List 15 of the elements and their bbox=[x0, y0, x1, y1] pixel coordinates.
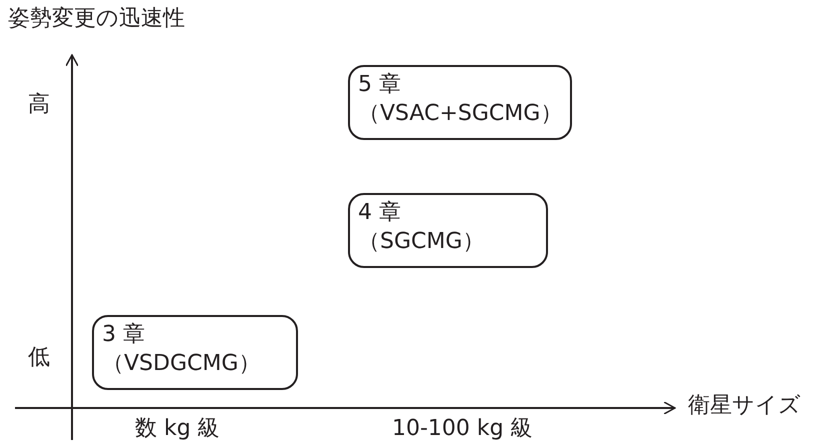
axis-tick-label: 高 bbox=[28, 92, 50, 118]
box-text: 4 章 bbox=[358, 199, 402, 227]
box-text: （VSDGCMG） bbox=[102, 350, 262, 378]
axis-title: 衛星サイズ bbox=[688, 393, 801, 420]
rounded-box bbox=[348, 193, 548, 268]
rounded-box bbox=[348, 65, 572, 140]
axis-tick-label: 10-100 kg 級 bbox=[392, 416, 533, 442]
box-text: （SGCMG） bbox=[358, 228, 486, 256]
box-text: 5 章 bbox=[358, 71, 402, 99]
axis-tick-label: 数 kg 級 bbox=[135, 416, 220, 442]
box-text: 3 章 bbox=[102, 321, 146, 349]
axis-tick-label: 低 bbox=[28, 345, 50, 372]
rounded-box bbox=[92, 315, 298, 390]
box-text: （VSAC+SGCMG） bbox=[358, 100, 562, 128]
axis-title: 姿勢変更の迅速性 bbox=[8, 6, 185, 32]
